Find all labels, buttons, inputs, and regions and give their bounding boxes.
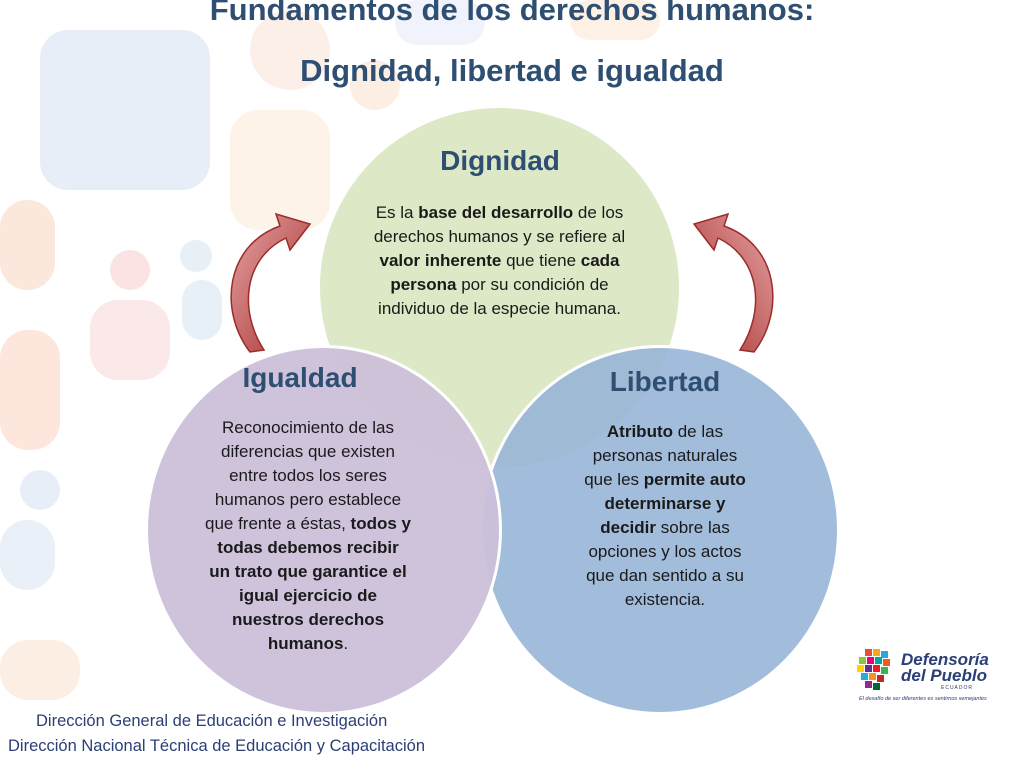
dignidad-description: Es la base del desarrollo de los derecho… bbox=[362, 201, 637, 321]
libertad-circle bbox=[480, 345, 840, 715]
logo-text-line-2: del Pueblo bbox=[901, 666, 987, 685]
description-segment: Atributo bbox=[606, 422, 673, 441]
description-segment: . bbox=[343, 634, 349, 653]
left-curved-arrow-icon bbox=[230, 212, 312, 353]
page-title-line-1: Fundamentos de los derechos humanos: bbox=[209, 0, 815, 27]
description-segment: cada persona bbox=[390, 251, 620, 294]
description-segment: Es la bbox=[375, 203, 419, 222]
footer-line-1: Dirección General de Educación e Investi… bbox=[36, 712, 388, 730]
logo-slogan: El desafío de ser diferentes es sentirno… bbox=[859, 696, 987, 702]
description-segment: permite auto determinarse y decidir bbox=[600, 470, 746, 537]
igualdad-circle bbox=[145, 345, 502, 715]
right-curved-arrow-icon bbox=[692, 212, 774, 353]
description-segment: que tiene bbox=[501, 251, 581, 270]
libertad-heading: Libertad bbox=[609, 366, 721, 397]
description-segment: de los derechos humanos y se refiere al bbox=[373, 203, 626, 246]
footer-line-2: Dirección Nacional Técnica de Educación … bbox=[8, 737, 426, 755]
description-segment: de las personas naturales que les bbox=[584, 422, 738, 489]
description-segment: base del desarrollo bbox=[418, 203, 574, 222]
description-segment: por su condición de individuo de la espe… bbox=[378, 275, 621, 318]
dignidad-heading: Dignidad bbox=[440, 145, 560, 176]
description-segment: Reconocimiento de las diferencias que ex… bbox=[205, 418, 402, 533]
description-segment: sobre las opciones y los actos que dan s… bbox=[586, 518, 744, 609]
logo-country: ECUADOR bbox=[941, 685, 974, 691]
igualdad-description: Reconocimiento de las diferencias que ex… bbox=[205, 416, 411, 656]
page-title-line-2: Dignidad, libertad e igualdad bbox=[300, 53, 724, 88]
description-segment: todos y todas debemos recibir un trato q… bbox=[209, 514, 411, 653]
defensoria-logo: Defensoría del Pueblo ECUADOR El desafío… bbox=[855, 645, 989, 707]
logo-text-line-1: Defensoría bbox=[901, 650, 989, 669]
ecuador-map-icon bbox=[857, 649, 890, 690]
description-segment: valor inherente bbox=[379, 251, 502, 270]
libertad-description: Atributo de las personas naturales que l… bbox=[580, 420, 750, 612]
igualdad-heading: Igualdad bbox=[242, 362, 358, 393]
